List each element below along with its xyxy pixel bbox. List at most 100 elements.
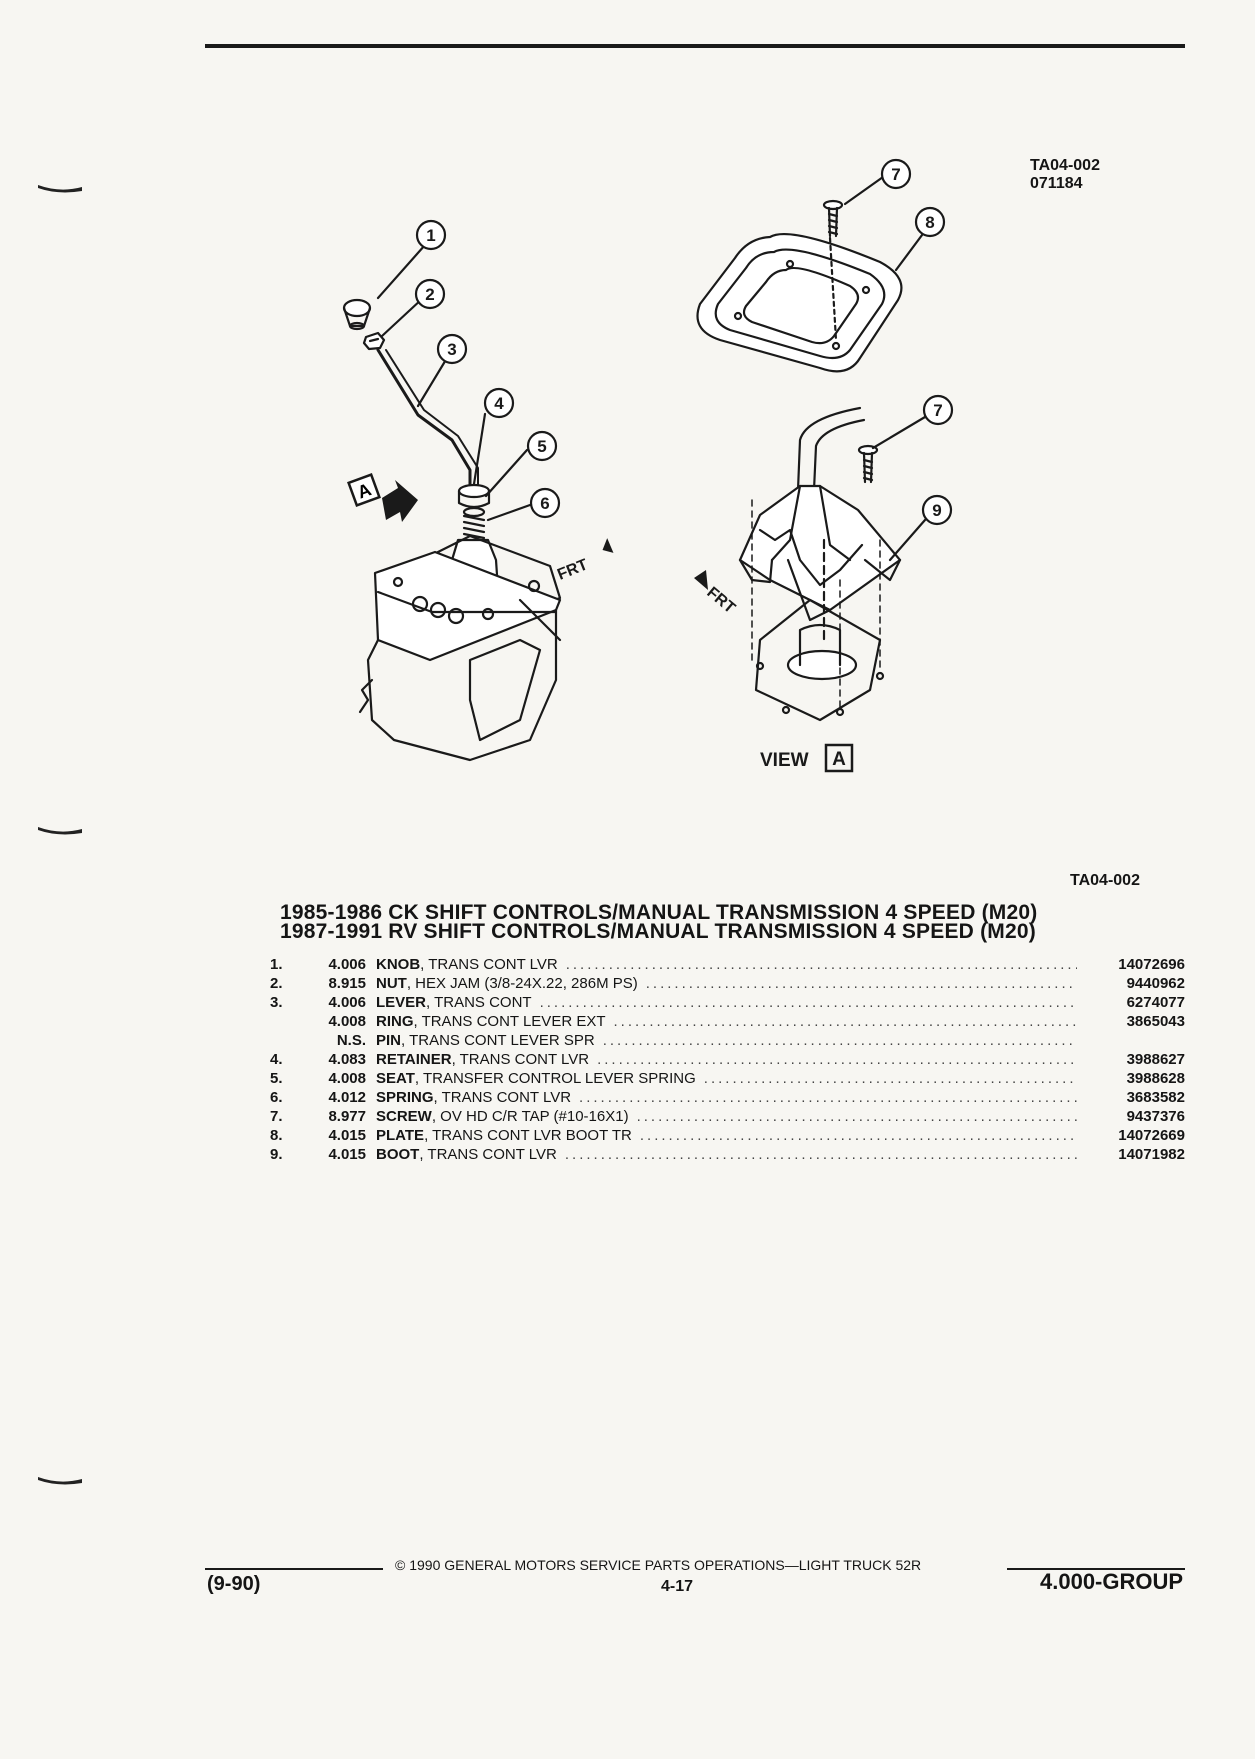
part-description: PLATE, TRANS CONT LVR BOOT TR [376,1126,1085,1145]
shifter-base-icon [754,538,885,722]
group-number: 4.006 [328,956,366,973]
svg-text:2: 2 [425,285,434,304]
view-caption: VIEW A [760,743,854,773]
group-number: 4.083 [328,1051,366,1068]
part-detail: , HEX JAM (3/8-24X.22, 286M PS) [406,975,638,992]
part-description: SCREW, OV HD C/R TAP (#10-16X1) [376,1107,1085,1126]
dot-leader [640,1126,1077,1145]
group-number: 8.915 [328,975,366,992]
svg-text:7: 7 [933,401,942,420]
part-description: LEVER, TRANS CONT [376,993,1085,1012]
item-number: 6. [270,1089,283,1106]
dot-leader [637,1107,1077,1126]
boot-icon [738,406,902,622]
item-number: 2. [270,975,283,992]
part-detail: , TRANS CONT LVR BOOT TR [424,1127,632,1144]
title-line-1: 1985-1986 CK SHIFT CONTROLS/MANUAL TRANS… [280,901,1038,924]
callout-2: 2 [414,278,446,310]
svg-text:5: 5 [537,437,546,456]
part-description: RETAINER, TRANS CONT LVR [376,1050,1085,1069]
dot-leader [565,1145,1077,1164]
dot-leader [597,1050,1077,1069]
copyright-notice: © 1990 GENERAL MOTORS SERVICE PARTS OPER… [395,1557,922,1573]
callout-6: 6 [529,487,561,519]
part-name: SEAT [376,1070,415,1087]
revision-date: (9-90) [207,1573,261,1595]
part-detail: , TRANS CONT LVR [433,1089,572,1106]
dot-leader [646,974,1077,993]
part-description: SPRING, TRANS CONT LVR [376,1088,1085,1107]
part-name: NUT [376,975,407,992]
view-a-marker: A [347,473,418,522]
dot-leader [614,1012,1078,1031]
lever-stack-icon [457,483,491,540]
svg-text:8: 8 [925,213,934,232]
exploded-view-illustration: 1 2 3 4 5 6 7 8 7 9 A FRT FRT VIEW A [342,158,954,773]
part-detail: , TRANS CONT LVR [420,956,558,973]
callout-1: 1 [415,219,447,251]
part-detail: , TRANS CONT LEVER EXT [413,1013,606,1030]
callout-5: 5 [526,430,558,462]
part-name: BOOT [376,1146,420,1163]
group-number: 4.012 [328,1089,366,1106]
front-arrow-icon [602,538,614,553]
screw-icon [822,199,844,238]
part-number: 3988628 [1126,1070,1185,1087]
part-name: RING [376,1013,414,1030]
front-label: FRT [703,584,738,617]
group-number: 4.008 [328,1013,366,1030]
knob-icon [342,298,372,331]
part-name: PIN [376,1032,402,1049]
svg-text:3: 3 [447,340,456,359]
part-description: PIN, TRANS CONT LEVER SPR [376,1031,1085,1050]
footer-rule-right [1007,1568,1185,1570]
view-arrow-icon [382,480,418,522]
callout-8: 8 [914,206,946,238]
figure-ref-code: TA04-002 [1030,157,1100,174]
group-number: 8.977 [328,1108,366,1125]
part-number: 9437376 [1126,1108,1185,1125]
part-description: NUT, HEX JAM (3/8-24X.22, 286M PS) [376,974,1085,993]
binder-mark-icon [38,1477,82,1485]
part-description: SEAT, TRANSFER CONTROL LEVER SPRING [376,1069,1085,1088]
dot-leader [540,993,1077,1012]
boot-plate-icon [696,232,903,373]
dot-leader [566,955,1077,974]
svg-text:6: 6 [540,494,549,513]
parts-row: N.S.PIN, TRANS CONT LEVER SPR [270,1031,1185,1050]
parts-row: 6. 4.012 SPRING, TRANS CONT LVR 3683582 [270,1088,1185,1107]
page-title: 1985-1986 CK SHIFT CONTROLS/MANUAL TRANS… [280,901,1038,942]
group-number: 4.006 [328,994,366,1011]
front-arrow-icon [694,570,708,590]
part-number: 3683582 [1126,1089,1185,1106]
callout-3: 3 [436,333,468,365]
front-label: FRT [555,556,590,583]
item-number: 1. [270,956,283,973]
footer-rule-left [205,1568,383,1570]
item-number: 3. [270,994,283,1011]
group-label: 4.000-GROUP [1040,1569,1184,1594]
svg-text:1: 1 [426,226,435,245]
top-rule [205,44,1185,48]
svg-text:A: A [832,749,846,770]
figure-code: TA04-002 [1070,872,1140,889]
part-number: 9440962 [1126,975,1185,992]
item-number: 9. [270,1146,283,1163]
part-name: LEVER [376,994,427,1011]
svg-text:9: 9 [932,501,941,520]
item-number: 5. [270,1070,283,1087]
transmission-case-icon [358,534,562,762]
part-detail: , TRANS CONT LVR [451,1051,590,1068]
shift-lever-icon [376,348,472,492]
svg-text:A: A [355,479,374,502]
part-number: 14071982 [1118,1146,1185,1163]
group-number: 4.015 [328,1127,366,1144]
binder-mark-icon [38,827,82,835]
